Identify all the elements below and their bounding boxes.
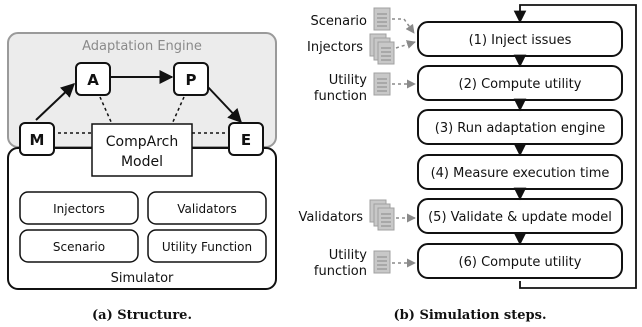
sim-item-injectors-label: Injectors bbox=[53, 202, 105, 216]
step-label-2: (2) Compute utility bbox=[459, 77, 582, 92]
sim-item-utility-function bbox=[147, 229, 267, 263]
utility-doc-icon-2 bbox=[373, 250, 391, 274]
step-label-1: (1) Inject issues bbox=[469, 33, 572, 48]
sim-item-validators-label: Validators bbox=[177, 202, 237, 216]
loop-back-line bbox=[513, 4, 637, 289]
injectors-doc-stack-icon bbox=[369, 33, 395, 65]
dashed-arrow-scenario bbox=[392, 18, 415, 34]
node-p bbox=[173, 62, 209, 96]
input-scenario-label: Scenario bbox=[310, 14, 367, 29]
dashed-arrow-injectors bbox=[395, 40, 416, 49]
step-label-5: (5) Validate & update model bbox=[428, 210, 612, 225]
sim-item-injectors bbox=[19, 191, 139, 225]
sim-item-scenario-label: Scenario bbox=[53, 240, 105, 254]
input-utility1-line1: Utility bbox=[329, 73, 368, 88]
step-label-4: (4) Measure execution time bbox=[431, 166, 610, 181]
node-m bbox=[19, 122, 55, 156]
scenario-doc-icon bbox=[373, 7, 391, 31]
model-label: Model bbox=[121, 154, 163, 170]
caption-structure: (a) Structure. bbox=[92, 308, 192, 323]
arrow-p-to-e bbox=[206, 85, 242, 124]
input-utility1-line2: function bbox=[314, 89, 367, 104]
sim-item-validators bbox=[147, 191, 267, 225]
adaptation-engine-label: Adaptation Engine bbox=[82, 39, 202, 54]
sim-item-scenario bbox=[19, 229, 139, 263]
node-a bbox=[75, 62, 111, 96]
comparch-label: CompArch bbox=[106, 134, 178, 150]
arrow-m-to-a bbox=[35, 83, 76, 121]
dashed-link-a-model bbox=[99, 96, 113, 125]
input-validators-label: Validators bbox=[299, 210, 364, 225]
input-utility2-line1: Utility bbox=[329, 248, 368, 263]
validators-doc-stack-icon bbox=[369, 199, 395, 231]
comparch-model-box bbox=[91, 123, 193, 177]
input-injectors-label: Injectors bbox=[307, 40, 363, 55]
node-a-label: A bbox=[87, 71, 99, 89]
node-p-label: P bbox=[186, 71, 197, 89]
simulator-label: Simulator bbox=[111, 271, 174, 286]
step-label-6: (6) Compute utility bbox=[459, 255, 582, 270]
input-utility2-line2: function bbox=[314, 264, 367, 279]
dashed-link-p-model bbox=[171, 96, 185, 125]
node-e-label: E bbox=[241, 131, 251, 149]
steps-panel: (1) Inject issues (2) Compute utility (3) … bbox=[299, 4, 637, 323]
caption-steps: (b) Simulation steps. bbox=[394, 308, 547, 323]
structure-panel: Adaptation Engine CompArch Model A P M E bbox=[7, 32, 277, 323]
step-label-3: (3) Run adaptation engine bbox=[435, 121, 605, 136]
node-e bbox=[228, 122, 264, 156]
node-m-label: M bbox=[30, 131, 45, 149]
sim-item-utility-function-label: Utility Function bbox=[162, 240, 252, 254]
utility-doc-icon-1 bbox=[373, 72, 391, 96]
